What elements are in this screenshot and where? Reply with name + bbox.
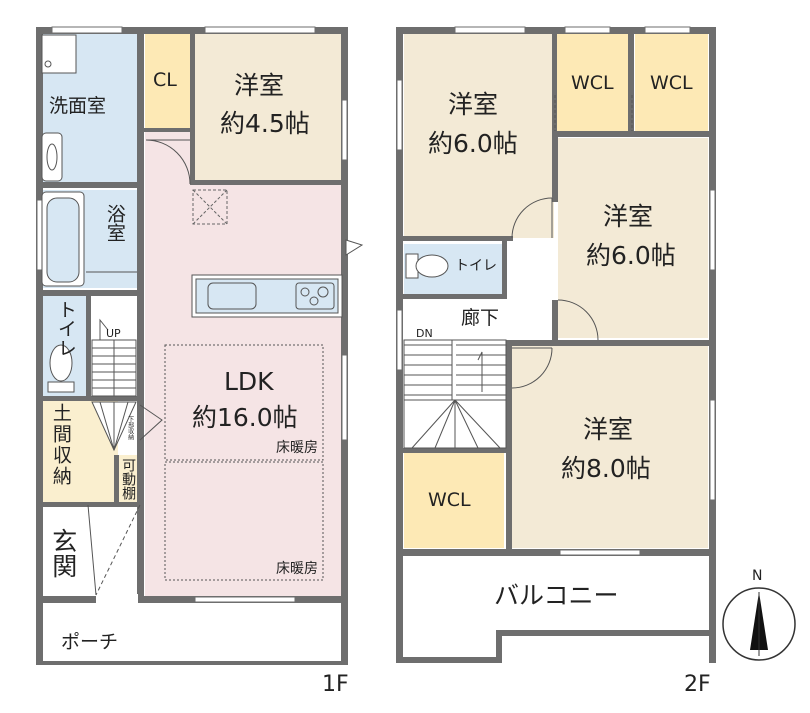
toilet-bowl-2f (415, 254, 449, 278)
western-room-1f-area (193, 33, 345, 183)
compass (722, 587, 796, 661)
floor-heating-label-2: 床暖房 (276, 561, 318, 577)
toilet-2f-label: トイレ (455, 258, 497, 274)
stairs-1f (91, 318, 137, 452)
western-room-1f-name: 洋室 (234, 71, 285, 100)
entrance-label: 玄関 (48, 528, 78, 578)
western-room-2f-s-area (512, 346, 708, 548)
stairs-down-label: DN (416, 327, 433, 340)
underfloor-storage-label: 下部収納 (126, 416, 134, 440)
porch-label: ポーチ (61, 631, 119, 653)
closet-area (145, 33, 190, 131)
ldk-size: 約16.0帖 (192, 403, 298, 432)
floor-2-label: 2F (684, 672, 711, 697)
western-room-1f-size: 約4.5帖 (220, 109, 310, 138)
western-room-2f-s-size: 約8.0帖 (561, 454, 651, 483)
western-room-2f-nw-name: 洋室 (448, 90, 499, 119)
western-room-2f-s-name: 洋室 (583, 415, 634, 444)
balcony-label: バルコニー (494, 581, 619, 610)
wcl-3-label: WCL (428, 489, 471, 511)
floor-1-label: 1F (322, 672, 349, 697)
ldk-area (145, 131, 345, 598)
ceiling-opening (192, 189, 228, 225)
wcl-1-label: WCL (571, 72, 614, 94)
hallway-label: 廊下 (461, 307, 500, 329)
floor-1-plan (36, 26, 364, 665)
washing-machine (41, 34, 77, 74)
western-room-2f-nw-size: 約6.0帖 (428, 129, 518, 158)
closet-label: CL (153, 69, 177, 91)
stairs-2f (403, 339, 507, 449)
wcl-area-3 (404, 452, 504, 548)
bath-label: 浴室 (103, 204, 126, 242)
western-room-2f-ne-area (558, 138, 708, 338)
toilet-bowl-1f (49, 344, 73, 382)
kitchen-sink (207, 282, 257, 310)
earth-storage-label: 土間収納 (49, 403, 72, 487)
floor-heating-label-1: 床暖房 (276, 440, 318, 456)
wcl-area-2 (635, 33, 708, 131)
floor-heating-zone-1 (164, 344, 324, 461)
washroom-label: 洗面室 (49, 95, 107, 117)
western-room-2f-nw-area (404, 33, 554, 238)
movable-shelf-label: 可動棚 (120, 458, 137, 500)
ldk-name: LDK (224, 367, 274, 396)
western-room-2f-ne-name: 洋室 (603, 202, 654, 231)
wcl-2-label: WCL (650, 72, 693, 94)
stove-icon (295, 282, 335, 310)
western-room-2f-ne-size: 約6.0帖 (586, 241, 676, 270)
floor-2-plan (396, 26, 716, 663)
stairs-up-label: UP (106, 327, 121, 340)
movable-shelf-area (118, 455, 140, 503)
compass-north-label: N (752, 568, 763, 584)
toilet-1f-label: トイレ (54, 300, 77, 357)
wcl-area-1 (556, 33, 628, 131)
floor-heating-zone-2 (164, 461, 324, 581)
